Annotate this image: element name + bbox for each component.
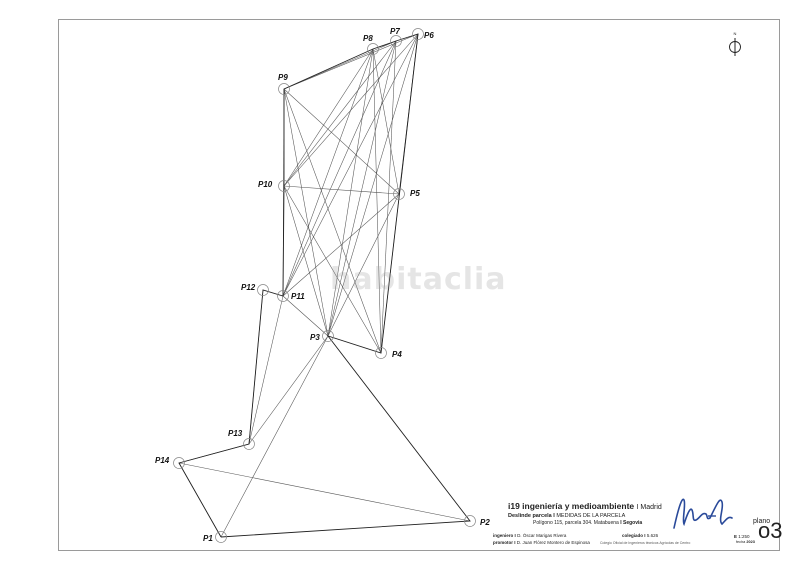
company-name: i19 ingeniería y medioambiente I Madrid [508, 501, 662, 511]
survey-point-p3 [322, 330, 334, 342]
point-label-p7: P7 [390, 27, 400, 36]
survey-point-p4 [375, 347, 387, 359]
measurement-line-p3-p13 [248, 335, 329, 445]
measurement-line-p11-p3 [282, 295, 329, 337]
survey-point-p6 [412, 28, 424, 40]
college-note: Colegio Oficial de Ingenieros técnicos A… [600, 541, 691, 545]
measurement-line-p8-p5 [372, 48, 400, 195]
measurement-line-p11-p13 [248, 295, 284, 445]
scale-field: E 1:250 [734, 534, 750, 539]
measurement-line-p10-p4 [283, 185, 382, 354]
north-label: N [734, 31, 737, 36]
point-label-p1: P1 [203, 534, 213, 543]
point-label-p12: P12 [241, 283, 256, 292]
survey-point-p9 [278, 83, 290, 95]
survey-point-p13 [243, 438, 255, 450]
signature-image [673, 498, 733, 529]
measurement-line-p7-p3 [327, 40, 397, 337]
plano-label: plano [753, 518, 771, 525]
measurement-line-p8-p4 [372, 48, 382, 354]
point-label-p13: P13 [228, 429, 243, 438]
measurement-line-p5-p3 [327, 193, 400, 337]
measurement-line-p8-p3 [327, 48, 374, 337]
project-location: Polígono 115, parcela 304. Matabuena I S… [533, 520, 643, 526]
measurement-line-p8-p10 [283, 48, 374, 187]
promoter-field: promotor I D. Juan Flórez Montero de Esp… [493, 540, 590, 545]
plano-number: o3 [758, 518, 783, 543]
survey-point-p1 [215, 531, 227, 543]
measurement-line-p6-p10 [283, 33, 419, 187]
north-arrow: N [729, 31, 741, 56]
point-label-p3: P3 [310, 333, 320, 342]
survey-point-p8 [367, 43, 379, 55]
survey-point-p14 [173, 457, 185, 469]
survey-point-p7 [390, 35, 402, 47]
measurement-line-p9-p3 [283, 88, 329, 337]
survey-point-p5 [393, 188, 405, 200]
drawing-frame [58, 19, 780, 551]
point-label-p4: P4 [392, 350, 402, 359]
survey-point-p11 [277, 290, 289, 302]
point-label-p10: P10 [258, 180, 273, 189]
measurement-line-p7-p11 [282, 40, 397, 297]
measurement-line-p3-p1 [220, 335, 329, 538]
point-label-p2: P2 [480, 518, 490, 527]
measurement-line-p8-p11 [282, 48, 374, 297]
point-label-p11: P11 [291, 292, 305, 301]
point-label-p8: P8 [363, 34, 373, 43]
point-label-p9: P9 [278, 73, 288, 82]
watermark: habitaclia [330, 262, 507, 297]
parcel-boundary [178, 33, 471, 538]
measurement-line-p7-p4 [380, 40, 397, 354]
survey-point-p2 [464, 515, 476, 527]
measurement-line-p9-p5 [283, 88, 400, 195]
project-title: Deslinde parcela I MEDIDAS DE LA PARCELA [508, 513, 626, 519]
measurement-line-p14-p2 [178, 462, 471, 522]
measurement-line-p6-p11 [282, 33, 419, 297]
date-field: fecha 2023 [736, 540, 755, 544]
measurement-line-p7-p10 [283, 40, 397, 187]
point-label-p5: P5 [410, 189, 420, 198]
measurement-line-p9-p4 [283, 88, 382, 354]
measurement-line-p6-p3 [327, 33, 419, 337]
engineer-field: ingeniero I D. Óscar Marigas Rivera [493, 533, 567, 538]
survey-point-p10 [278, 180, 290, 192]
survey-point-p12 [257, 284, 269, 296]
measurement-line-p10-p5 [283, 185, 400, 195]
measurement-line-p9-p6 [283, 33, 419, 90]
point-label-p14: P14 [155, 456, 170, 465]
point-label-p6: P6 [424, 31, 434, 40]
measurement-line-p11-p5 [282, 193, 400, 297]
colegiado-field: colegiado I 5.626 [622, 533, 659, 538]
measurement-line-p10-p3 [283, 185, 329, 337]
